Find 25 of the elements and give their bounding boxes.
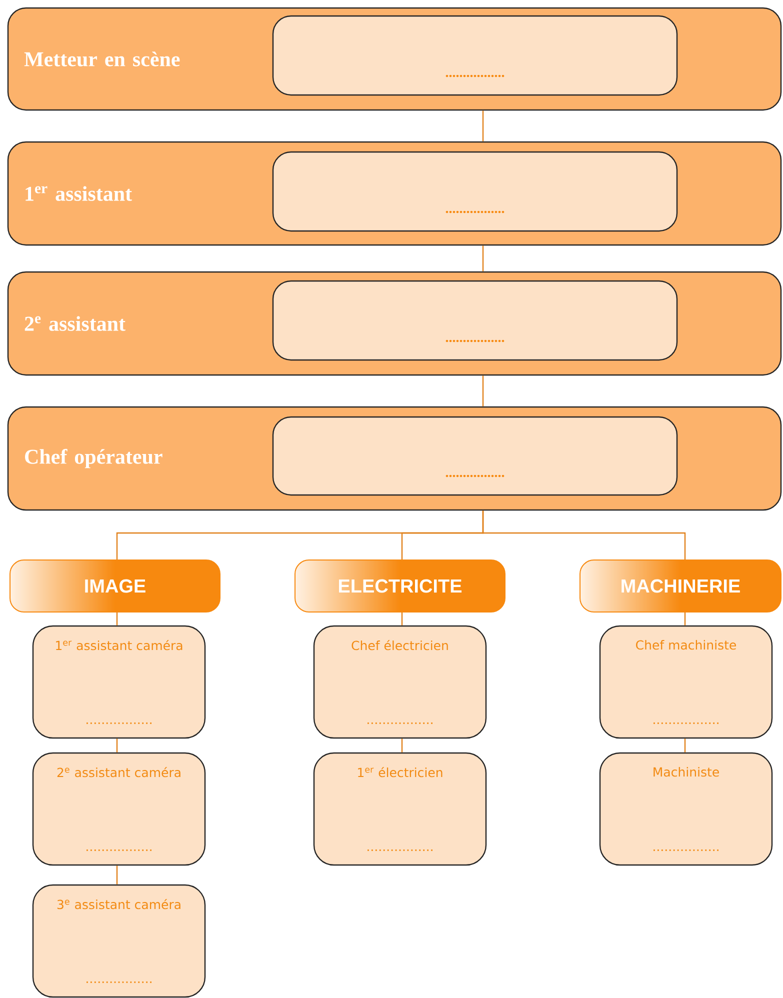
connector-line: [116, 612, 118, 626]
role-card: 2$^{e}$ assistant caméra .................: [32, 752, 206, 866]
department-tab: MACHINERIE: [580, 560, 782, 612]
fill-in-box: .................: [272, 151, 678, 232]
role-card: 3$^{e}$ assistant caméra .................: [32, 884, 206, 998]
connector-line: [116, 866, 118, 884]
role-card: 1$^{er}$ assistant caméra .................: [32, 625, 206, 739]
role-card: Chef électricien .................: [313, 625, 487, 739]
department-tab: ELECTRICITE: [294, 560, 506, 612]
fill-in-box: .................: [272, 280, 678, 361]
role-card: Chef machiniste .................: [599, 625, 773, 739]
connector-line: [401, 612, 403, 626]
connector-line: [482, 246, 484, 272]
connector-line: [684, 738, 686, 752]
role-card: 1$^{er}$ électricien .................: [313, 752, 487, 866]
connector-line: [116, 738, 118, 752]
fill-in-box: .................: [272, 416, 678, 496]
connector-line: [401, 738, 403, 752]
connector-line: [684, 612, 686, 626]
role-card: Machiniste .................: [599, 752, 773, 866]
fill-in-box: .................: [272, 15, 678, 96]
connector-line: [482, 376, 484, 406]
connector-line: [482, 510, 686, 560]
department-tab: IMAGE: [10, 560, 220, 612]
connector-line: [482, 110, 484, 142]
